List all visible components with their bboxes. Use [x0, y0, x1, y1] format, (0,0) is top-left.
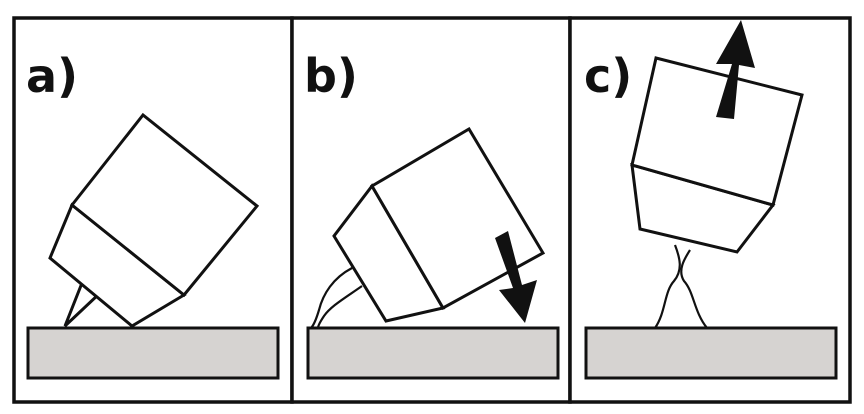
panel-c-label: c) — [584, 49, 632, 103]
down-arrow — [495, 231, 537, 323]
panel-c: c) — [584, 20, 838, 380]
panel-b-label: b) — [304, 49, 358, 103]
weld-filament-c-left — [654, 244, 681, 329]
workpiece-plate-a — [26, 326, 280, 380]
workpiece-plate-c — [584, 326, 838, 380]
electrode-holder-a — [69, 112, 260, 298]
panel-a: a) — [26, 49, 280, 380]
up-arrow — [716, 20, 755, 119]
electrode-holder-c — [630, 56, 804, 207]
panel-b: b) — [304, 49, 560, 380]
panel-a-label: a) — [26, 49, 78, 103]
electrode-holder-b — [369, 126, 546, 311]
weld-filament-b-2 — [316, 285, 363, 329]
workpiece-plate-b — [306, 326, 560, 380]
weld-filament-c-right — [680, 249, 708, 329]
weld-filament-b — [310, 267, 353, 329]
